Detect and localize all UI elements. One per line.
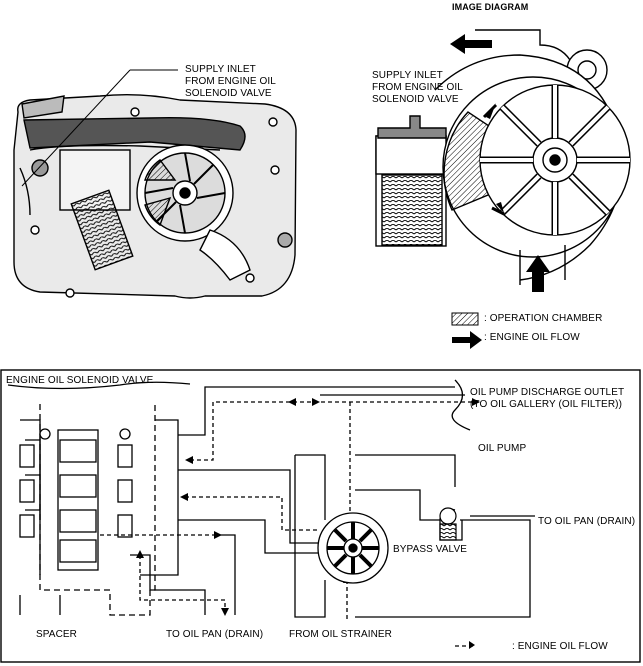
operation-chamber-swatch <box>451 312 479 326</box>
image-diagram-rotor <box>479 84 631 236</box>
oil-pump-symbol <box>317 512 389 584</box>
flow-path-dashed <box>100 401 480 620</box>
circuit-lines <box>130 379 535 618</box>
spacer-label: SPACER <box>36 629 77 640</box>
discharge-outlet-label-2: (TO OIL GALLERY (OIL FILTER)) <box>470 399 623 410</box>
oil-pump-cutaway <box>13 93 297 299</box>
image-diagram-title: IMAGE DIAGRAM <box>452 2 529 12</box>
engine-oil-flow-arrow-icon <box>452 331 482 349</box>
legend-operation-chamber: : OPERATION CHAMBER <box>484 313 603 324</box>
arrow-heads <box>136 398 480 649</box>
supply-inlet-label-right-2: FROM ENGINE OIL <box>372 82 463 93</box>
pump-spring <box>70 189 134 271</box>
legend-dashed-flow: : ENGINE OIL FLOW <box>512 641 608 652</box>
pump-rotor <box>136 144 234 242</box>
supply-inlet-label-left-1: SUPPLY INLET <box>185 64 256 75</box>
solenoid-valve-label: ENGINE OIL SOLENOID VALVE <box>6 375 154 386</box>
circuit-frame <box>0 369 641 663</box>
to-oil-pan-bottom-label: TO OIL PAN (DRAIN) <box>166 629 264 640</box>
bypass-valve-label: BYPASS VALVE <box>393 544 468 555</box>
supply-inlet-label-right-1: SUPPLY INLET <box>372 70 443 81</box>
supply-inlet-label-left-3: SOLENOID VALVE <box>185 88 272 99</box>
bypass-valve <box>439 507 457 541</box>
supply-inlet-leader-2 <box>21 69 131 187</box>
supply-inlet-label-right-3: SOLENOID VALVE <box>372 94 459 105</box>
image-diagram <box>375 29 631 285</box>
to-oil-pan-right-label: TO OIL PAN (DRAIN) <box>538 516 636 527</box>
supply-inlet-label-left-2: FROM ENGINE OIL <box>185 76 276 87</box>
from-oil-strainer-label: FROM OIL STRAINER <box>289 629 393 640</box>
discharge-outlet-label-1: OIL PUMP DISCHARGE OUTLET <box>470 387 625 398</box>
flow-arrow-icon <box>450 34 550 292</box>
oil-pump-label: OIL PUMP <box>478 443 527 454</box>
legend-engine-oil-flow: : ENGINE OIL FLOW <box>484 332 580 343</box>
solenoid-valve <box>7 381 191 616</box>
